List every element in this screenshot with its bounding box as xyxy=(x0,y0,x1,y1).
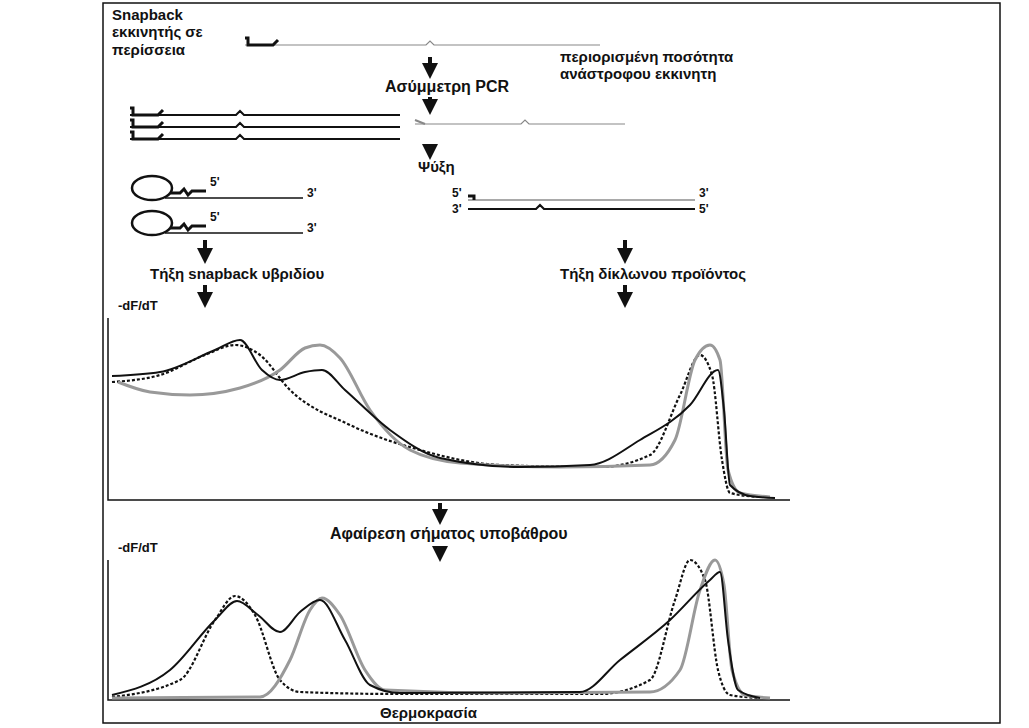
snapback-tail xyxy=(130,108,163,115)
step-arrow xyxy=(623,240,627,256)
primer-label: Snapback εκκινητής σε περίσσεια xyxy=(112,6,237,58)
chart-axis xyxy=(108,318,790,500)
axis-label: Θερμοκρασία xyxy=(380,704,477,721)
dna-strand xyxy=(130,123,400,127)
melt-curve xyxy=(112,560,770,698)
snapback-tail xyxy=(130,132,163,139)
primer-label: περιορισμένη ποσότητα ανάστροφου εκκινητ… xyxy=(560,48,780,83)
dna-strand xyxy=(165,232,303,234)
step-arrow xyxy=(203,285,207,300)
step-label: Ασύμμετρη PCR xyxy=(385,78,509,96)
primer-tip xyxy=(415,120,425,124)
end-label: 5' xyxy=(699,203,709,217)
end-label: 3' xyxy=(307,222,317,236)
hairpin-stem xyxy=(170,224,206,230)
step-arrow xyxy=(438,546,442,554)
step-arrow xyxy=(438,503,442,517)
dna-strand xyxy=(165,197,303,199)
end-label: 5' xyxy=(210,211,220,225)
axis-label: -dF/dT xyxy=(118,541,158,556)
dna-strand xyxy=(468,199,695,200)
dna-strand xyxy=(415,120,625,124)
step-arrow xyxy=(428,97,432,107)
melt-curve xyxy=(112,560,760,698)
step-label: Ψύξη xyxy=(418,158,455,175)
dna-strand xyxy=(245,41,600,45)
step-label: Τήξη δίκλωνου προϊόντος xyxy=(560,265,746,282)
step-arrow xyxy=(203,240,207,256)
melt-curve xyxy=(112,345,760,497)
dna-strand xyxy=(130,135,400,139)
end-label: 5' xyxy=(452,187,462,201)
step-arrow xyxy=(428,145,432,152)
end-label: 3' xyxy=(699,187,709,201)
axis-label: -dF/dT xyxy=(118,299,158,314)
chart-axis xyxy=(108,560,790,700)
frame xyxy=(103,3,1000,723)
end-label: 3' xyxy=(307,187,317,201)
step-arrow xyxy=(623,285,627,300)
snapback-tail xyxy=(130,120,163,127)
snapback-tail xyxy=(245,38,278,45)
melt-curve xyxy=(112,572,760,698)
end-label: 5' xyxy=(210,176,220,190)
end-label: 3' xyxy=(452,203,462,217)
step-arrow xyxy=(428,57,432,71)
step-label: Αφαίρεση σήματος υποβάθρου xyxy=(330,525,568,543)
dna-strand xyxy=(130,111,400,115)
snapback-tail xyxy=(468,196,474,200)
step-label: Τήξη snapback υβριδίου xyxy=(150,265,324,282)
dna-strand xyxy=(468,205,695,209)
hairpin-stem xyxy=(170,189,206,195)
hairpin-loop xyxy=(132,211,172,235)
hairpin-loop xyxy=(132,176,172,200)
melt-curve xyxy=(112,340,775,498)
